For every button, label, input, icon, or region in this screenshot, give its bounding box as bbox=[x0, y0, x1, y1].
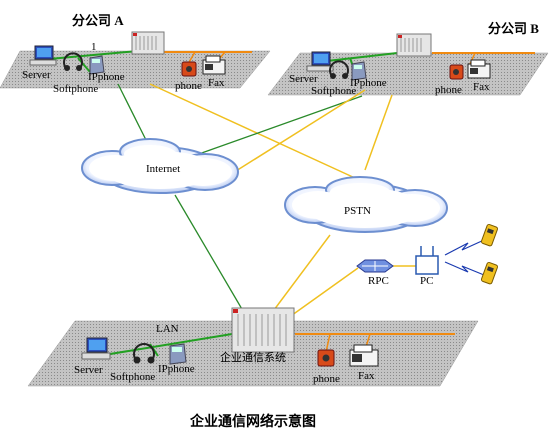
phone-icon bbox=[449, 64, 464, 80]
link-b-internet bbox=[195, 95, 363, 156]
link-a-pstn bbox=[149, 83, 356, 179]
link-a-b-voice bbox=[227, 89, 366, 177]
system-label: 企业通信系统 bbox=[220, 350, 286, 364]
fax-label: Fax bbox=[208, 77, 225, 89]
fax-label: Fax bbox=[473, 81, 490, 93]
server-icon bbox=[81, 337, 111, 360]
link-b-pstn bbox=[364, 94, 393, 171]
server-icon bbox=[29, 45, 57, 66]
headquarters: LAN 企业通信系统 Server Softphone IPphone phon… bbox=[74, 307, 379, 385]
lan-label: LAN bbox=[156, 323, 179, 335]
switch-icon bbox=[231, 307, 295, 353]
platform-hq bbox=[27, 320, 479, 387]
phone-icon bbox=[317, 349, 335, 367]
phone-label: phone bbox=[313, 373, 340, 385]
handset-icon bbox=[480, 223, 498, 247]
softphone-label: Softphone bbox=[53, 83, 98, 95]
headset-icon bbox=[133, 343, 155, 364]
branch-a: 分公司 A Server Softphone IPphone phone bbox=[22, 13, 226, 95]
wireless-section: RPC PC bbox=[356, 223, 498, 287]
fax-icon bbox=[467, 59, 491, 79]
lan-branch-a: 1 bbox=[37, 41, 252, 73]
cloud-icon bbox=[81, 138, 239, 194]
router-icon bbox=[356, 259, 394, 273]
internet-label: Internet bbox=[146, 163, 180, 175]
softphone-label: Softphone bbox=[110, 371, 155, 383]
headset-icon bbox=[63, 52, 83, 71]
ipphone-label: IPphone bbox=[158, 363, 195, 375]
link-internet-hq bbox=[174, 194, 247, 317]
branch-a-title: 分公司 A bbox=[72, 13, 124, 28]
headset-icon bbox=[329, 60, 349, 79]
handset-icon bbox=[480, 261, 498, 285]
fax-icon bbox=[349, 344, 379, 367]
ipphone-icon bbox=[351, 61, 367, 81]
ipphone-label: IPphone bbox=[350, 77, 387, 89]
softphone-label: Softphone bbox=[311, 85, 356, 97]
switch-icon bbox=[131, 31, 165, 55]
lightning-icon bbox=[444, 239, 485, 276]
server-label: Server bbox=[22, 69, 51, 81]
link-pstn-hq bbox=[267, 234, 331, 319]
phone-icon bbox=[181, 61, 197, 77]
branch-b: 分公司 B Server Softphone IPphone phone bbox=[289, 21, 539, 97]
diagram-caption: 企业通信网络示意图 bbox=[189, 413, 316, 430]
switch-icon bbox=[396, 33, 432, 57]
fax-label: Fax bbox=[358, 370, 375, 382]
ipphone-icon bbox=[89, 55, 105, 75]
phone-label: phone bbox=[435, 84, 462, 96]
server-label: Server bbox=[289, 73, 318, 85]
pstn-label: PSTN bbox=[344, 205, 371, 217]
base-station-icon bbox=[415, 246, 439, 275]
server-label: Server bbox=[74, 364, 103, 376]
branch-b-title: 分公司 B bbox=[488, 21, 539, 36]
internet-cloud: Internet bbox=[81, 138, 239, 194]
ipphone-icon bbox=[169, 343, 187, 365]
ipphone-label: IPphone bbox=[88, 71, 125, 83]
cloud-icon bbox=[284, 176, 448, 233]
fax-icon bbox=[202, 55, 226, 75]
rpc-label: RPC bbox=[368, 275, 389, 287]
phone-label: phone bbox=[175, 80, 202, 92]
lan-marker-a: 1 bbox=[91, 41, 97, 53]
server-icon bbox=[306, 51, 334, 72]
pstn-cloud: PSTN bbox=[284, 176, 448, 233]
pc-label: PC bbox=[420, 275, 433, 287]
link-hq-rpc bbox=[287, 267, 359, 319]
